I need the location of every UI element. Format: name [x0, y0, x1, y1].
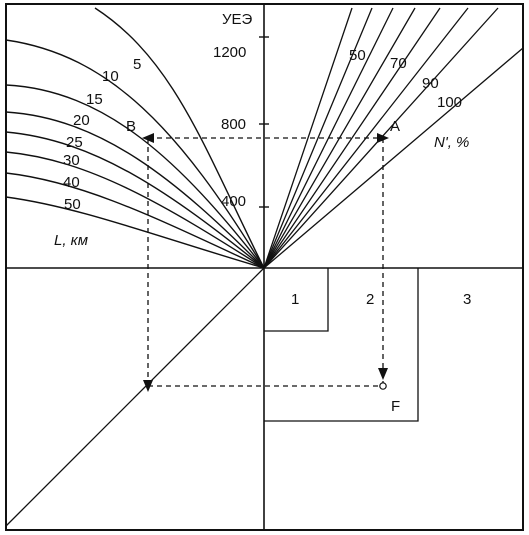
- point-label-f: F: [391, 398, 400, 415]
- ray-100: [263, 47, 524, 269]
- curve-50: [5, 196, 265, 269]
- arrow-to-b-icon: [142, 133, 154, 143]
- point-label-b: B: [126, 118, 136, 135]
- tick-label-1200: 1200: [213, 44, 246, 61]
- solution-path: [142, 133, 389, 392]
- point-label-a: A: [390, 118, 400, 135]
- ray-label-50: 50: [349, 47, 366, 64]
- curve-label-20: 20: [73, 112, 90, 129]
- left-family-title: L, км: [54, 232, 88, 249]
- zone-1-boundary: [264, 268, 329, 332]
- ray-label-70: 70: [390, 55, 407, 72]
- ray-50: [263, 7, 353, 269]
- ray-label-90: 90: [422, 75, 439, 92]
- ray-80: [263, 7, 441, 269]
- zone-2-boundary: [264, 268, 419, 422]
- curve-25: [5, 131, 265, 269]
- zone-label-3: 3: [463, 291, 471, 308]
- diagonal-line: [5, 267, 265, 527]
- point-f-marker: [379, 382, 387, 390]
- tick-label-800: 800: [221, 116, 246, 133]
- zone-label-2: 2: [366, 291, 374, 308]
- y-axis-title: УЕЭ: [222, 11, 253, 28]
- curve-20: [5, 111, 265, 269]
- curve-40: [5, 172, 265, 269]
- curve-label-25: 25: [66, 134, 83, 151]
- ray-label-100: 100: [437, 94, 462, 111]
- curve-10: [5, 39, 265, 269]
- curve-label-10: 10: [102, 68, 119, 85]
- left-curve-family: [5, 7, 265, 269]
- curve-5: [94, 7, 265, 269]
- arrow-to-a-icon: [377, 133, 389, 143]
- right-family-title: N', %: [434, 134, 469, 151]
- arrow-down-right-icon: [378, 368, 388, 380]
- curve-label-30: 30: [63, 152, 80, 169]
- zone-boundaries: [264, 268, 419, 422]
- curve-label-5: 5: [133, 56, 141, 73]
- zone-label-1: 1: [291, 291, 299, 308]
- curve-30: [5, 151, 265, 269]
- arrow-down-left-icon: [143, 380, 153, 392]
- ray-55: [263, 7, 373, 269]
- curve-15: [5, 84, 265, 269]
- curve-label-40: 40: [63, 174, 80, 191]
- tick-label-400: 400: [221, 193, 246, 210]
- curve-label-15: 15: [86, 91, 103, 108]
- curve-label-50: 50: [64, 196, 81, 213]
